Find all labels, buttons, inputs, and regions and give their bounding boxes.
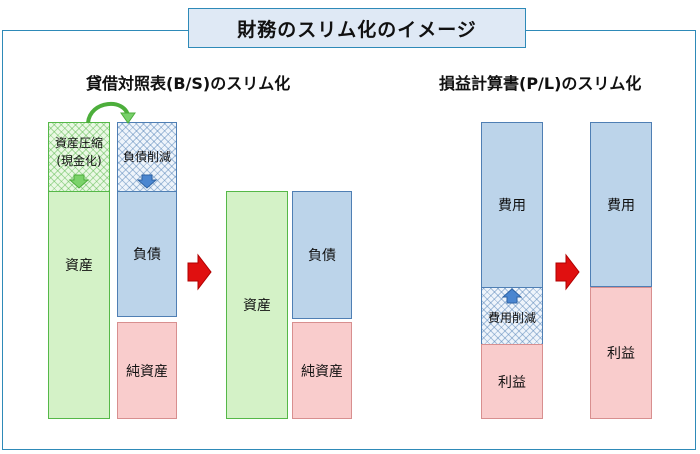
pl-transition-arrow-icon [555,253,580,291]
bs-before-assets: 資産 [48,191,110,419]
bs-heading: 貸借対照表(B/S)のスリム化 [86,74,291,93]
bs-after-assets: 資産 [226,191,288,419]
pl-after-profit: 利益 [590,287,652,419]
diagram-title: 財務のスリム化のイメージ [188,8,526,48]
pl-after-expenses: 費用 [590,122,652,287]
curved-green-arrow-icon [86,101,130,124]
liability-reduction-label: 負債削減 [122,150,171,164]
pl-heading: 損益計算書(P/L)のスリム化 [439,74,642,93]
blue-up-arrow-icon [501,288,523,304]
bs-before-liabilities: 負債 [117,191,177,317]
expense-reduction-label: 費用削減 [487,311,536,325]
bs-after-liabilities: 負債 [292,191,352,319]
bs-transition-arrow-icon [187,253,212,291]
bs-after-net-assets: 純資産 [292,322,352,419]
pl-before-expenses: 費用 [481,122,543,288]
pl-before-profit: 利益 [481,344,543,419]
curved-green-arrowhead-icon [120,112,136,124]
asset-compression-label: 資産圧縮 [54,136,103,150]
blue-down-arrow-icon [136,174,158,189]
bs-before-net-assets: 純資産 [117,322,177,419]
asset-compression-sublabel: (現金化) [56,154,102,168]
expense-reduction-block: 費用削減 [481,287,543,345]
green-down-arrow-icon [68,174,90,189]
